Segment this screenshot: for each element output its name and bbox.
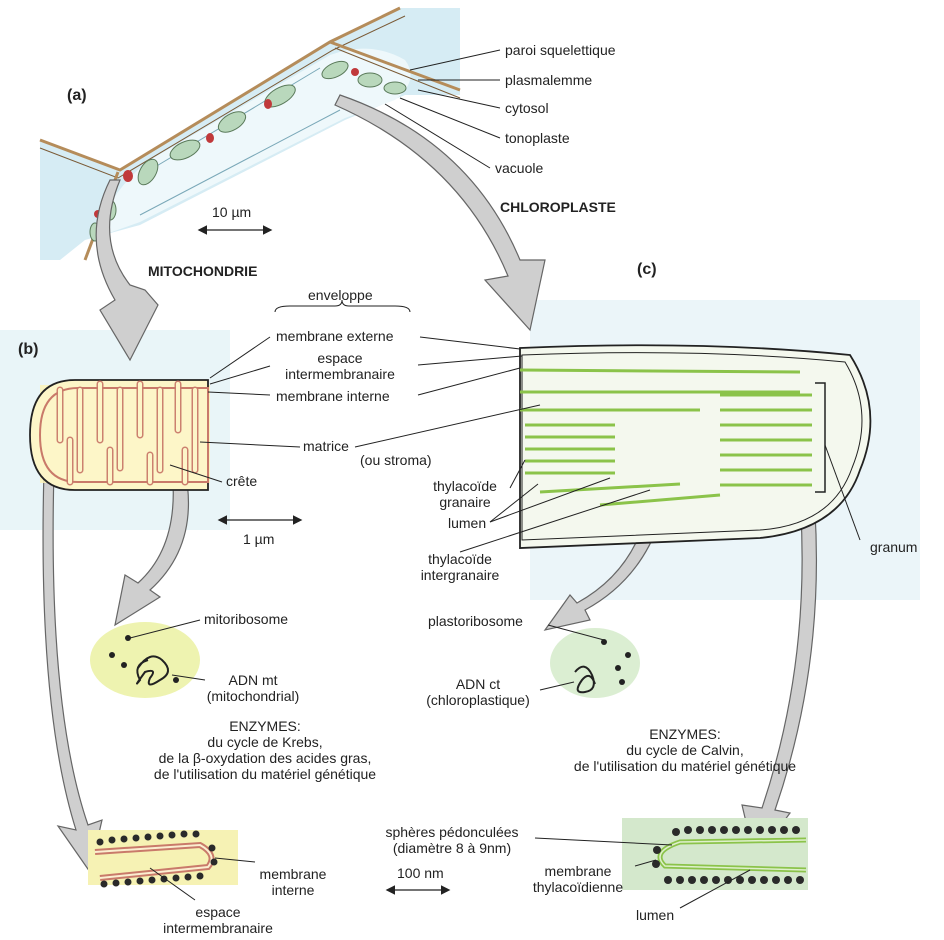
mito-membrane-detail [88,830,255,900]
mito-enzymes-block: ENZYMES: du cycle de Krebs, de la β-oxyd… [120,718,410,782]
label-lumen-bottom: lumen [636,908,674,923]
label-inner-membrane: membrane interne [276,389,390,404]
label-wall: paroi squelettique [505,43,616,58]
label-plastoribosome: plastoribosome [428,614,523,629]
intermembrane-line2: intermembranaire [262,366,418,382]
label-thylakoid-membrane: membrane thylacoïdienne [520,863,636,895]
chloro-enz-calvin: du cycle de Calvin, [560,742,810,758]
label-vacuole: vacuole [495,161,543,176]
title-chloroplaste: CHLOROPLASTE [500,200,616,215]
spheres-line2: (diamètre 8 à 9nm) [368,840,536,856]
label-lumen-chloro: lumen [448,516,486,531]
panel-label-a: (a) [67,88,87,103]
scale-100nm-label: 100 nm [397,866,444,881]
label-stalked-spheres: sphères pédonculées (diamètre 8 à 9nm) [368,824,536,856]
scale-10um-label: 10 µm [212,205,251,220]
panel-label-b: (b) [18,342,38,357]
mito-enz-krebs: du cycle de Krebs, [120,734,410,750]
label-ct-dna: ADN ct (chloroplastique) [415,676,541,708]
label-tonoplast: tonoplaste [505,131,570,146]
mt-dna-line1: ADN mt [205,672,301,688]
label-mt-dna: ADN mt (mitochondrial) [205,672,301,704]
space-bottom-line2: intermembranaire [158,920,278,936]
label-crest: crête [226,474,257,489]
space-bottom-line1: espace [158,904,278,920]
ct-dna-line1: ADN ct [415,676,541,692]
ct-dna-line2: (chloroplastique) [415,692,541,708]
granal-line2: granaire [420,494,510,510]
chloro-enz-title: ENZYMES: [560,726,810,742]
mito-matrix-detail [90,620,205,698]
label-inner-membrane-bottom: membrane interne [255,866,331,898]
label-matrix: matrice [303,439,349,454]
chloroplast [520,345,870,548]
panel-label-c: (c) [637,262,657,277]
chloro-enz-genetic: de l'utilisation du matériel génétique [560,758,810,774]
spheres-line1: sphères pédonculées [368,824,536,840]
label-outer-membrane: membrane externe [276,329,394,344]
label-intermembrane-space: espace intermembranaire [262,350,418,382]
mito-enz-title: ENZYMES: [120,718,410,734]
mitochondrion [30,380,210,490]
thyl-line1: membrane [520,863,636,879]
thyl-line2: thylacoïdienne [520,879,636,895]
inner-bottom-line2: interne [255,882,331,898]
intergranal-line1: thylacoïde [410,551,510,567]
intermembrane-line1: espace [262,350,418,366]
mito-enz-beta: de la β-oxydation des acides gras, [120,750,410,766]
label-envelope: enveloppe [308,288,373,303]
label-mitoribosome: mitoribosome [204,612,288,627]
inner-bottom-line1: membrane [255,866,331,882]
label-granum: granum [870,540,917,555]
mito-enz-genetic: de l'utilisation du matériel génétique [120,766,410,782]
label-intermembrane-bottom: espace intermembranaire [158,904,278,936]
label-cytosol: cytosol [505,101,549,116]
granal-line1: thylacoïde [420,478,510,494]
label-stroma: (ou stroma) [360,453,432,468]
label-intergranal-thylakoid: thylacoïde intergranaire [410,551,510,583]
label-plasmalemma: plasmalemme [505,73,592,88]
chloro-enzymes-block: ENZYMES: du cycle de Calvin, de l'utilis… [560,726,810,774]
intergranal-line2: intergranaire [410,567,510,583]
chloro-stroma-detail [540,625,640,698]
mt-dna-line2: (mitochondrial) [205,688,301,704]
title-mitochondrie: MITOCHONDRIE [148,264,257,279]
label-granal-thylakoid: thylacoïde granaire [420,478,510,510]
scale-1um-label: 1 µm [243,532,274,547]
